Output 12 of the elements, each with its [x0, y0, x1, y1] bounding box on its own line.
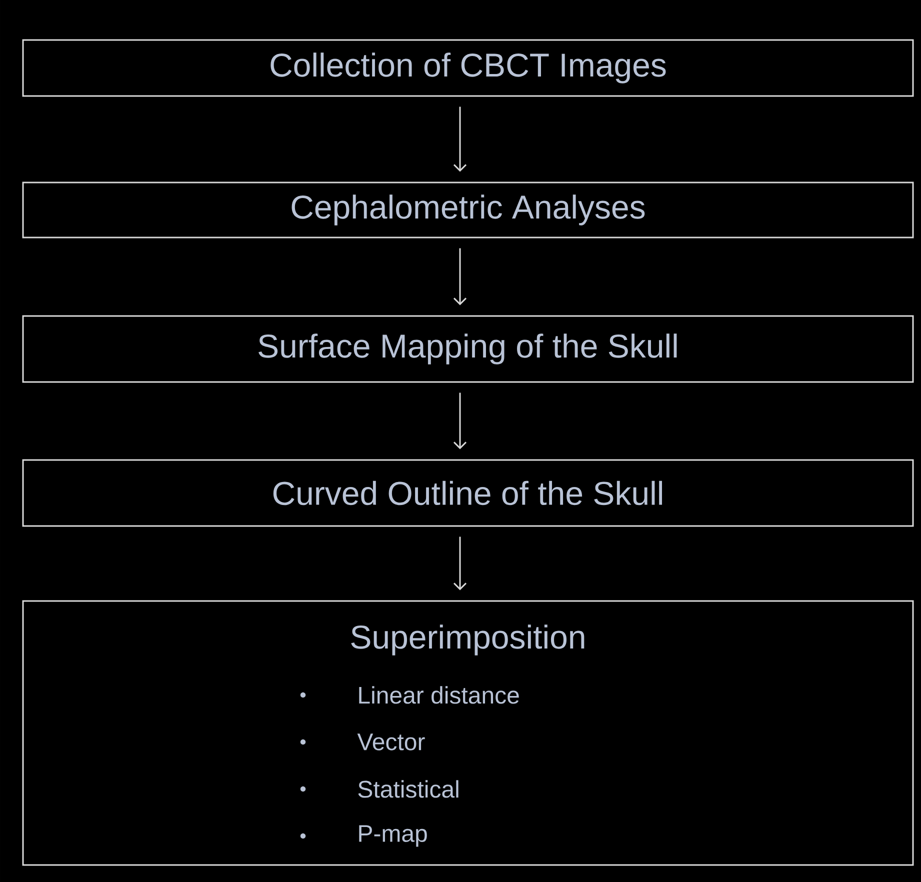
arrow: [453, 536, 467, 590]
process-box: Curved Outline of the Skull: [22, 459, 914, 527]
bullet-item: P-map: [300, 825, 427, 847]
bullet-item: Statistical: [300, 780, 458, 798]
arrow: [453, 106, 467, 172]
bullet-item: Vector: [300, 734, 425, 750]
arrow: [453, 392, 467, 450]
arrow: [453, 248, 467, 306]
process-box: Cephalometric Analyses: [22, 182, 914, 238]
process-box: Surface Mapping of the Skull: [22, 315, 914, 383]
bullet-item: Linear distance: [300, 686, 519, 704]
process-box: Collection of CBCT Images: [22, 39, 914, 97]
